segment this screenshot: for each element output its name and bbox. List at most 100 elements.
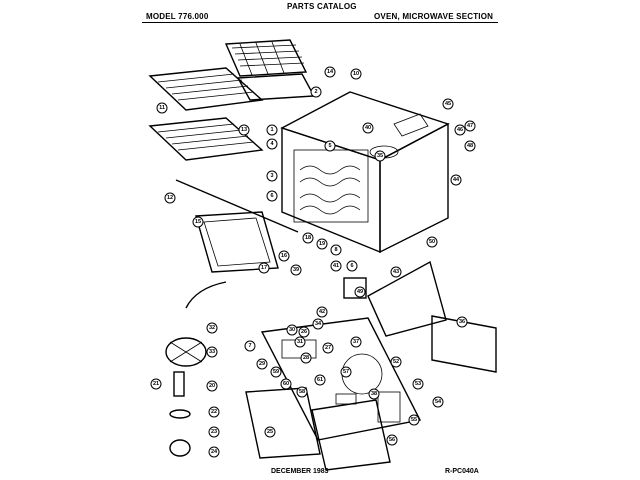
svg-text:45: 45: [445, 101, 451, 107]
callout-52: 52: [390, 356, 402, 368]
svg-text:37: 37: [353, 339, 359, 345]
svg-text:8: 8: [334, 247, 337, 253]
callout-22: 22: [208, 406, 220, 418]
callout-26: 26: [298, 326, 310, 338]
svg-text:48: 48: [467, 143, 473, 149]
callout-47: 47: [464, 120, 476, 132]
callout-14: 14: [324, 66, 336, 78]
callout-54: 54: [432, 396, 444, 408]
callout-58: 58: [296, 386, 308, 398]
svg-text:56: 56: [389, 437, 395, 443]
svg-text:28: 28: [303, 355, 309, 361]
callout-27: 27: [322, 342, 334, 354]
callout-2: 2: [310, 86, 322, 98]
svg-text:16: 16: [281, 253, 287, 259]
svg-text:36: 36: [459, 319, 465, 325]
callout-16: 16: [278, 250, 290, 262]
svg-text:11: 11: [159, 105, 165, 111]
oven-rack-upper: [148, 67, 264, 111]
callout-20: 20: [206, 380, 218, 392]
callout-25: 25: [264, 426, 276, 438]
svg-text:60: 60: [283, 381, 289, 387]
svg-text:52: 52: [393, 359, 399, 365]
section-title: OVEN, MICROWAVE SECTION: [374, 12, 494, 21]
drawing-code: R-PC040A: [445, 468, 479, 475]
callout-50: 50: [426, 236, 438, 248]
svg-text:5: 5: [328, 143, 331, 149]
svg-text:17: 17: [261, 265, 267, 271]
callout-12: 12: [164, 192, 176, 204]
svg-text:7: 7: [248, 343, 251, 349]
svg-text:4: 4: [270, 141, 274, 147]
callout-13: 13: [238, 124, 250, 136]
svg-text:27: 27: [325, 345, 331, 351]
svg-text:42: 42: [319, 309, 325, 315]
side-panel: [367, 260, 447, 337]
svg-text:41: 41: [333, 263, 339, 269]
callout-18: 18: [302, 232, 314, 244]
door-frame: [195, 211, 279, 273]
callout-34: 34: [312, 318, 324, 330]
svg-text:25: 25: [267, 429, 273, 435]
callout-49: 49: [354, 286, 366, 298]
callout-36: 36: [456, 316, 468, 328]
svg-text:26: 26: [301, 329, 307, 335]
svg-text:22: 22: [211, 409, 217, 415]
svg-text:59: 59: [273, 369, 279, 375]
fan-blade: [165, 337, 207, 367]
catalog-title: PARTS CATALOG: [287, 2, 357, 11]
callout-32: 32: [206, 322, 218, 334]
power-cable: [185, 281, 227, 309]
callout-45: 45: [442, 98, 454, 110]
callout-19: 19: [316, 238, 328, 250]
callout-7: 7: [244, 340, 256, 352]
callout-29: 29: [256, 358, 268, 370]
svg-text:39: 39: [293, 267, 299, 273]
svg-text:30: 30: [289, 327, 295, 333]
svg-text:47: 47: [467, 123, 473, 129]
svg-text:38: 38: [371, 391, 377, 397]
svg-text:10: 10: [353, 71, 359, 77]
callout-46: 46: [454, 124, 466, 136]
callout-21: 21: [150, 378, 162, 390]
broiler-pan: [224, 39, 308, 77]
callout-39: 39: [290, 264, 302, 276]
callout-60: 60: [280, 378, 292, 390]
callout-30: 30: [286, 324, 298, 336]
callout-61: 61: [314, 374, 326, 386]
svg-text:53: 53: [415, 381, 421, 387]
callout-17: 17: [258, 262, 270, 274]
svg-text:61: 61: [317, 377, 323, 383]
svg-text:13: 13: [241, 127, 247, 133]
callout-40: 40: [362, 122, 374, 134]
fan-motor: [169, 439, 191, 457]
svg-text:21: 21: [153, 381, 159, 387]
svg-text:29: 29: [259, 361, 265, 367]
control-base: [260, 317, 422, 441]
callout-6: 6: [346, 260, 358, 272]
callout-33: 33: [206, 346, 218, 358]
svg-text:50: 50: [429, 239, 435, 245]
callout-10: 10: [350, 68, 362, 80]
callout-1: 1: [266, 124, 278, 136]
callout-4: 4: [266, 138, 278, 150]
svg-text:3: 3: [270, 173, 273, 179]
callout-48: 48: [464, 140, 476, 152]
callout-37: 37: [350, 336, 362, 348]
callout-35: 35: [374, 150, 386, 162]
svg-text:23: 23: [211, 429, 217, 435]
washer: [169, 409, 191, 419]
callout-8: 8: [330, 244, 342, 256]
svg-text:57: 57: [343, 369, 349, 375]
svg-text:2: 2: [314, 89, 317, 95]
svg-text:31: 31: [297, 339, 303, 345]
callout-59: 59: [270, 366, 282, 378]
svg-text:34: 34: [315, 321, 322, 327]
callout-31: 31: [294, 336, 306, 348]
svg-text:54: 54: [435, 399, 442, 405]
callout-3: 3: [266, 170, 278, 182]
callout-11: 11: [156, 102, 168, 114]
callout-38: 38: [368, 388, 380, 400]
svg-text:18: 18: [305, 235, 311, 241]
